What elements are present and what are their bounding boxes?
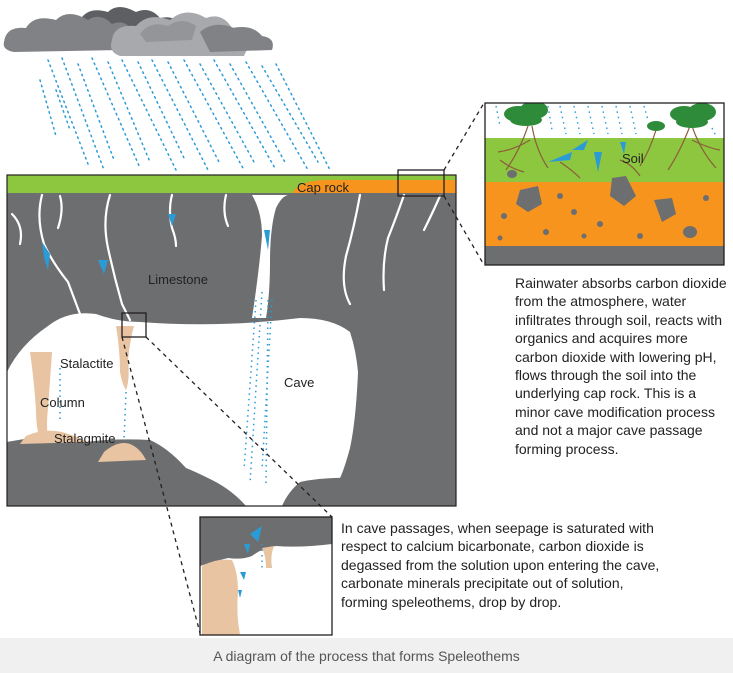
- label-soil: Soil: [622, 151, 644, 166]
- soil-inset: [485, 103, 724, 265]
- connector-lines: [121, 102, 485, 634]
- stalactite-inset: [200, 517, 332, 635]
- label-stalactite: Stalactite: [60, 356, 113, 371]
- label-column: Column: [40, 395, 85, 410]
- label-limestone: Limestone: [148, 272, 208, 287]
- rain-streaks: [39, 57, 331, 171]
- label-cap-rock: Cap rock: [297, 180, 350, 195]
- label-cave: Cave: [284, 375, 314, 390]
- cave-cross-section: [7, 175, 456, 506]
- rain-clouds: [3, 7, 273, 56]
- zoom-box-stalactite: [121, 312, 147, 338]
- cave-process-note: In cave passages, when seepage is satura…: [341, 520, 660, 610]
- label-stalagmite: Stalagmite: [54, 431, 115, 446]
- caption-bar: [0, 638, 733, 673]
- figure-caption: A diagram of the process that forms Spel…: [213, 648, 520, 664]
- soil-process-note: Rainwater absorbs carbon dioxide from th…: [515, 275, 727, 457]
- zoom-box-soil: [397, 169, 445, 197]
